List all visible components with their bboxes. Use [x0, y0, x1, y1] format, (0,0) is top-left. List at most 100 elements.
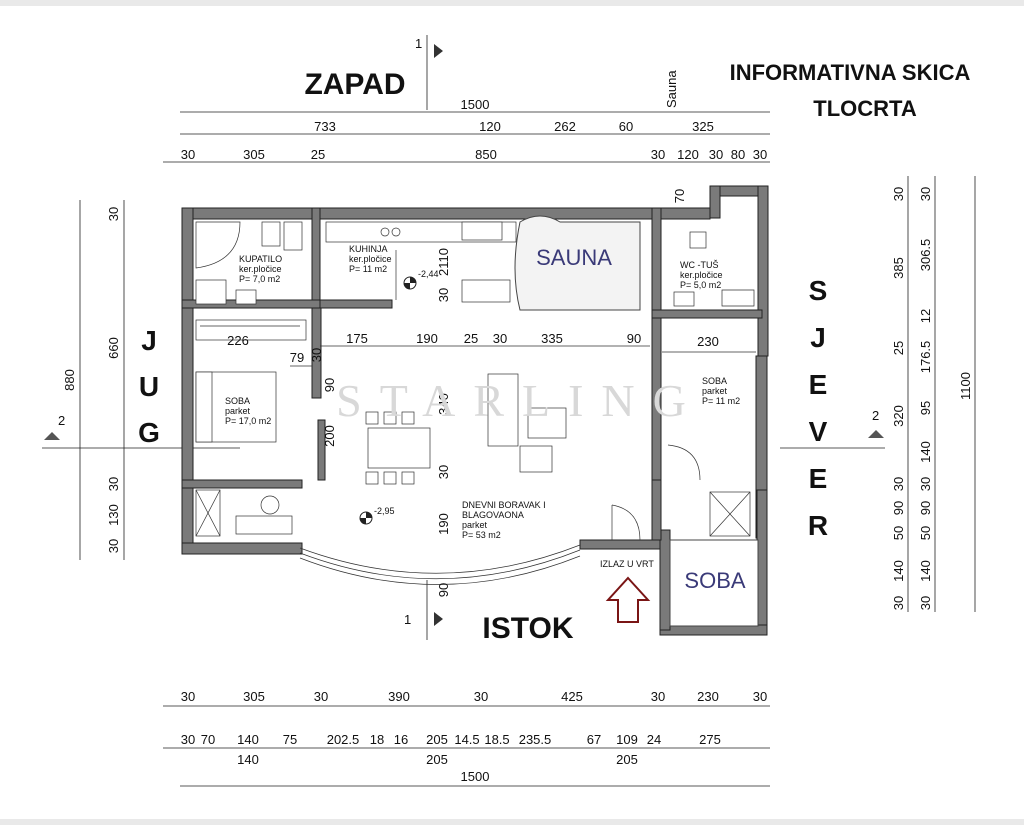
dimension-chain-right: 30 385 25 320 30 90 50 140 30 30 306.5 1… [891, 176, 976, 612]
svg-text:30: 30 [709, 147, 723, 162]
svg-text:50: 50 [891, 526, 906, 540]
room-label-wc: WC -TUŠ ker.pločice P= 5,0 m2 [680, 260, 723, 290]
svg-text:SOBA: SOBA [702, 376, 727, 386]
svg-text:335: 335 [541, 331, 563, 346]
svg-text:1500: 1500 [461, 97, 490, 112]
svg-text:850: 850 [475, 147, 497, 162]
svg-text:24: 24 [647, 732, 661, 747]
sauna-label: SAUNA [536, 245, 612, 270]
level-marker-kitchen: -2,44 [403, 269, 439, 290]
dimension-chain-top: 1500 733 120 262 60 325 30 305 25 850 30… [163, 97, 770, 163]
svg-text:140: 140 [918, 560, 933, 582]
svg-text:parket: parket [225, 406, 251, 416]
svg-text:2110: 2110 [436, 248, 451, 276]
section-marker-top: 1 [415, 35, 443, 110]
svg-text:120: 120 [677, 147, 699, 162]
svg-text:60: 60 [619, 119, 633, 134]
svg-text:90: 90 [322, 378, 337, 392]
svg-text:90: 90 [627, 331, 641, 346]
svg-text:235.5: 235.5 [519, 732, 552, 747]
section-marker-right: 2 [780, 408, 885, 449]
svg-text:KUHINJA: KUHINJA [349, 244, 388, 254]
svg-text:1: 1 [404, 612, 411, 627]
svg-text:25: 25 [464, 331, 478, 346]
svg-text:140: 140 [918, 441, 933, 463]
svg-text:BLAGOVAONA: BLAGOVAONA [462, 510, 524, 520]
svg-text:parket: parket [462, 520, 488, 530]
room-label-soba-right: SOBA parket P= 11 m2 [702, 376, 740, 406]
bedroom-left-furniture [195, 319, 307, 443]
svg-text:70: 70 [201, 732, 215, 747]
svg-text:30: 30 [309, 348, 324, 362]
svg-text:P= 53 m2: P= 53 m2 [462, 530, 501, 540]
svg-text:390: 390 [388, 689, 410, 704]
svg-text:190: 190 [436, 513, 451, 535]
svg-text:176.5: 176.5 [918, 341, 933, 374]
svg-text:30: 30 [106, 207, 121, 221]
svg-text:50: 50 [918, 526, 933, 540]
wc-fixtures [673, 231, 755, 307]
svg-text:16: 16 [394, 732, 408, 747]
svg-text:306.5: 306.5 [918, 239, 933, 272]
svg-text:30: 30 [181, 147, 195, 162]
room-label-dnevni: DNEVNI BORAVAK I BLAGOVAONA parket P= 53… [462, 500, 546, 540]
svg-text:2: 2 [58, 413, 65, 428]
svg-text:30: 30 [493, 331, 507, 346]
svg-text:275: 275 [699, 732, 721, 747]
living-furniture [195, 373, 567, 537]
svg-text:30: 30 [181, 732, 195, 747]
sauna-area: SAUNA [514, 215, 641, 311]
svg-text:30: 30 [918, 477, 933, 491]
top-border [0, 0, 1024, 6]
svg-text:30: 30 [651, 689, 665, 704]
svg-text:30: 30 [891, 187, 906, 201]
soba-annex-label: SOBA [684, 568, 745, 593]
svg-text:30: 30 [436, 465, 451, 479]
kitchen-fixtures [325, 221, 517, 303]
svg-text:733: 733 [314, 119, 336, 134]
svg-text:DNEVNI BORAVAK I: DNEVNI BORAVAK I [462, 500, 546, 510]
svg-text:30: 30 [918, 596, 933, 610]
svg-text:30: 30 [314, 689, 328, 704]
direction-east: ISTOK [482, 612, 573, 645]
svg-text:205: 205 [616, 752, 638, 767]
svg-text:226: 226 [227, 333, 249, 348]
svg-text:30: 30 [474, 689, 488, 704]
svg-text:200: 200 [322, 425, 337, 447]
svg-text:-2,44: -2,44 [418, 269, 439, 279]
svg-text:95: 95 [918, 401, 933, 415]
svg-text:660: 660 [106, 337, 121, 359]
svg-text:130: 130 [106, 504, 121, 526]
svg-text:P= 5,0 m2: P= 5,0 m2 [680, 280, 721, 290]
svg-text:140: 140 [237, 752, 259, 767]
section-marker-bottom: 1 [404, 580, 443, 640]
svg-text:30: 30 [436, 288, 451, 302]
svg-text:ker.pločice: ker.pločice [239, 264, 282, 274]
svg-text:SOBA: SOBA [225, 396, 250, 406]
svg-text:230: 230 [697, 689, 719, 704]
svg-text:230: 230 [697, 334, 719, 349]
svg-text:parket: parket [702, 386, 728, 396]
svg-text:18.5: 18.5 [484, 732, 509, 747]
svg-text:305: 305 [243, 689, 265, 704]
svg-text:175: 175 [346, 331, 368, 346]
svg-text:P= 7,0 m2: P= 7,0 m2 [239, 274, 280, 284]
north-letter: E [809, 463, 828, 494]
svg-text:205: 205 [426, 752, 448, 767]
svg-text:30: 30 [753, 689, 767, 704]
svg-text:12: 12 [918, 309, 933, 323]
north-letter: R [808, 510, 828, 541]
direction-west: ZAPAD [304, 68, 405, 101]
section-marker-left: 2 [42, 413, 240, 449]
svg-text:880: 880 [62, 369, 77, 391]
direction-south: JUG [138, 325, 160, 448]
svg-text:30: 30 [753, 147, 767, 162]
svg-text:P= 11 m2: P= 11 m2 [349, 264, 387, 274]
exterior-walls [181, 185, 769, 636]
svg-text:90: 90 [436, 583, 451, 597]
svg-text:120: 120 [479, 119, 501, 134]
room-label-kupatilo: KUPATILO ker.pločice P= 7,0 m2 [239, 254, 282, 284]
svg-text:30: 30 [918, 187, 933, 201]
